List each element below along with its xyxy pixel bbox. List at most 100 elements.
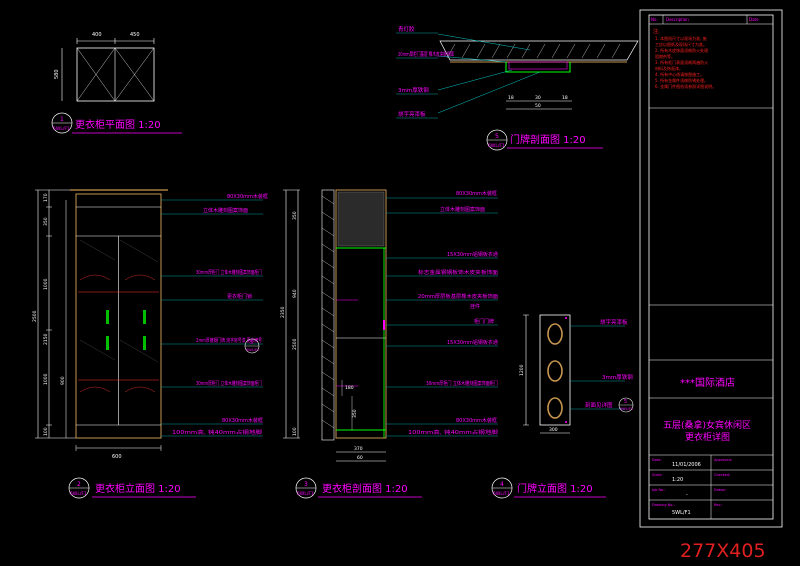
tb-project: ***国际酒店 xyxy=(680,376,735,389)
door-section-marker-sheet: 5WL/F1 xyxy=(488,143,505,149)
elev-dim-1000a: 1000 xyxy=(43,278,49,290)
elevation-title: 更衣柜立面图 1:20 xyxy=(95,482,181,495)
elev-label-6: 30mm厚柜门 立体木雕刻图案饰面柜门 xyxy=(196,380,262,387)
door-elev-title: 门牌立面图 1:20 xyxy=(517,482,593,495)
door-elev-callout: 5 5WL/F1 xyxy=(618,397,634,413)
door-section-dim-4: 18 xyxy=(562,95,568,101)
plan-marker-num: 1 xyxy=(60,116,64,123)
elev-dim-1000b: 1000 xyxy=(43,373,49,385)
sec-dim-350b: 350 xyxy=(352,409,358,418)
door-elev-marker-num: 4 xyxy=(500,481,504,488)
elev-callout: 5 5WL/F1 xyxy=(244,338,260,354)
sec-marker-sheet: 5WL/F1 xyxy=(297,491,314,497)
sec-label-8: 15X30mm铝钢板衣通 xyxy=(447,339,498,346)
elev-dim-900: 900 xyxy=(60,376,66,385)
door-section-title: 门牌剖面图 1:20 xyxy=(510,133,586,146)
sec-dim-180: 180 xyxy=(345,385,354,391)
elev-label-2: 立体木雕刻图案饰面 xyxy=(203,207,248,214)
elev-label-5: 2mm厚镀钢门牌 烧字房号漆 更衣牌号 xyxy=(196,337,262,344)
door-plate xyxy=(539,314,571,426)
elev-marker-num: 2 xyxy=(77,481,81,488)
door-section-dim-1: 18 xyxy=(508,95,514,101)
tb-note-4: 阻燃剂等。 xyxy=(655,53,675,59)
tb-notes-heading: 注: xyxy=(653,28,660,35)
door-elev-dim-h: 1200 xyxy=(519,364,525,376)
tb-drawing-title-2: 更衣柜详图 xyxy=(685,431,730,443)
door-section-label-4: 烧字亮漆板 xyxy=(398,110,426,118)
tb-note-6: 材料及饰面漆。 xyxy=(655,65,683,71)
sec-dim-2350: 2350 xyxy=(280,306,286,318)
elev-callout-sheet: 5WL/F1 xyxy=(246,348,259,352)
door-elev-callout-num: 5 xyxy=(624,399,627,405)
sec-label-4: 标志金属钢钢板饰木皮夹板饰面 xyxy=(418,269,498,276)
plan-view: 400 450 580 1 5WL/F1 更衣柜平面图 1:20 xyxy=(51,32,182,134)
plan-marker: 1 5WL/F1 xyxy=(51,112,73,134)
tb-rev-label: Rev.: xyxy=(714,503,723,507)
elev-marker-sheet: 5WL/F1 xyxy=(70,491,87,497)
door-section-label-1: 青灯胶 xyxy=(398,25,415,33)
door-section-view: 青灯胶 20mm厚柜门基层 橡木皮夹板饰面 3mm厚铁钢 烧字亮漆板 18 30… xyxy=(396,25,639,151)
title-block: No. Description Date 注: 1. 本图纸尺寸以现场为准, 施… xyxy=(639,9,783,528)
door-elev-callout-sheet: 5WL/F1 xyxy=(620,407,633,411)
elev-dim-170: 170 xyxy=(43,193,49,202)
door-elev-label-2: 3mm厚铁钢 xyxy=(602,373,633,381)
sec-label-11: 100mm高, 钝40mm占钢地脚 xyxy=(408,429,498,436)
sec-dim-350: 350 xyxy=(292,211,298,220)
sec-label-1: 80X30mm木装框 xyxy=(456,190,497,197)
door-section-label-2: 20mm厚柜门基层 橡木皮夹板饰面 xyxy=(398,50,454,58)
elev-label-1: 80X30mm木装框 xyxy=(227,193,268,200)
tb-scale-value: 1:20 xyxy=(672,477,683,483)
tb-drawingno-value: 5WL/F1 xyxy=(672,510,691,516)
sec-marker-num: 3 xyxy=(304,481,308,488)
elev-label-8: 100mm高, 钝40mm占钢地脚 xyxy=(172,429,262,436)
door-section-marker: 5 5WL/F1 xyxy=(486,129,508,151)
elev-callout-num: 5 xyxy=(250,340,253,346)
tb-note-8: 5. 所有金属件须做防锈处理。 xyxy=(655,77,708,83)
sec-label-2: 立体木雕刻图案饰面 xyxy=(440,206,485,213)
door-elev-dim-w: 300 xyxy=(549,427,558,433)
door-elev-marker-sheet: 5WL/F1 xyxy=(493,491,510,497)
elev-dim-100: 100 xyxy=(43,427,49,436)
sec-label-6: 挂件 xyxy=(470,303,480,310)
elevation-marker: 2 5WL/F1 xyxy=(68,477,90,499)
elev-dim-width: 600 xyxy=(112,454,122,460)
sec-label-7: 柜门门牌 xyxy=(474,318,494,325)
tb-header-date: Date xyxy=(749,17,759,22)
tb-header-no: No. xyxy=(651,17,658,22)
tb-job-value: - xyxy=(686,492,688,498)
sec-dim-100: 100 xyxy=(292,427,298,436)
tb-note-7: 4. 所有中心线请按图施工。 xyxy=(655,71,704,77)
door-elev-marker: 4 5WL/F1 xyxy=(491,477,513,499)
elev-label-3: 30mm厚柜门 立体木雕刻图案饰面柜门 xyxy=(196,269,262,276)
elevation-view: 170 350 1000 1000 100 2500 2150 900 600 xyxy=(32,189,268,499)
door-section-label-3: 3mm厚铁钢 xyxy=(398,86,429,94)
tb-note-9: 6. 金属门件图纸须参照详图说明。 xyxy=(655,83,716,89)
plan-dim-b: 450 xyxy=(130,32,140,38)
plan-outline xyxy=(76,47,155,102)
sec-dim-370: 370 xyxy=(354,446,363,452)
tb-date-value: 11/01/2006 xyxy=(672,462,701,468)
tb-drawingno-label: Drawing No.: xyxy=(652,503,675,507)
tb-note-1: 1. 本图纸尺寸以现场为准, 施 xyxy=(655,35,707,41)
tb-notes: 注: 1. 本图纸尺寸以现场为准, 施 工应以图纸及现场尺寸为准。 2. 所有木… xyxy=(653,28,716,89)
section-marker: 3 5WL/F1 xyxy=(295,477,317,499)
door-elev-view: 1200 300 烧字亮漆板 3mm厚铁钢 刻面见详图 5 5WL/F1 4 5… xyxy=(491,314,634,499)
door-section-marker-num: 5 xyxy=(495,133,499,140)
sec-label-10: 80X30mm木装框 xyxy=(456,417,497,424)
sec-label-5: 20mm厚层板基层橡木皮夹板饰面 xyxy=(418,293,498,300)
tb-date-label: Date: xyxy=(652,458,662,462)
elev-dim-2500: 2500 xyxy=(32,310,38,322)
plan-marker-sheet: 5WL/F1 xyxy=(53,126,70,132)
plan-dim-a: 400 xyxy=(92,32,102,38)
elev-label-4: 更衣柜门锁 xyxy=(227,293,252,300)
sec-label-9: 30mm厚柜门 立体木雕刻图案饰面柜门 xyxy=(426,380,498,387)
sec-dim-2500: 2500 xyxy=(292,338,298,350)
sec-dim-60: 60 xyxy=(357,455,363,461)
tb-job-label: Job No.: xyxy=(651,488,666,492)
tb-header-desc: Description xyxy=(666,17,689,22)
tb-note-2: 工应以图纸及现场尺寸为准。 xyxy=(655,41,707,47)
tb-drawn-label: Drawn: xyxy=(714,488,727,492)
tb-checked-label: Checked: xyxy=(714,473,730,477)
elev-label-7: 80X30mm木装框 xyxy=(222,417,263,424)
